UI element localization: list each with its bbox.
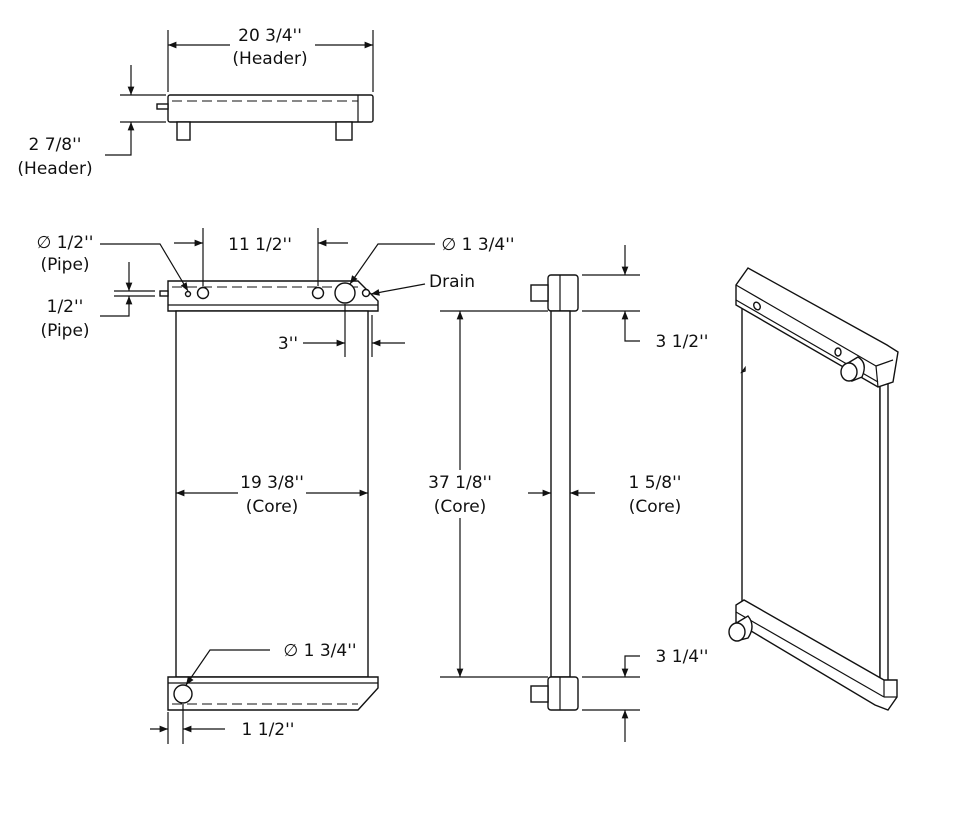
- isometric-view: [728, 267, 899, 711]
- pipe-height-label: 1/2'': [47, 297, 84, 317]
- outlet-offset-label: 3'': [278, 334, 298, 354]
- bottom-tank-side: [547, 676, 579, 711]
- outlet-hole: [334, 282, 356, 304]
- header-width-label: 20 3/4'': [238, 26, 302, 46]
- core-side: [550, 310, 571, 678]
- core-height-label: 37 1/8'': [428, 473, 492, 493]
- hole-spacing-label: 11 1/2'': [228, 235, 292, 255]
- foot-left: [176, 121, 191, 141]
- core-width-note: (Core): [246, 497, 299, 517]
- inlet-diameter-label: ∅ 1 3/4'': [283, 641, 356, 661]
- core-depth-label: 1 5/8'': [629, 473, 682, 493]
- top-header-label: 3 1/2'': [656, 332, 709, 352]
- inlet-stub: [530, 685, 549, 703]
- header-height-label: 2 7/8'': [29, 135, 82, 155]
- iso-outlet-pipe: [840, 356, 865, 382]
- core-width-label: 19 3/8'': [240, 473, 304, 493]
- front-view: 11 1/2'' ∅ 1/2'' (Pipe) ∅ 1 3/4'' Drain …: [37, 228, 515, 744]
- pipe-diameter-label: ∅ 1/2'': [37, 233, 94, 253]
- pipe-height-note: (Pipe): [40, 321, 89, 341]
- core-height-note: (Core): [434, 497, 487, 517]
- iso-inlet-pipe: [728, 615, 753, 642]
- hole: [196, 286, 210, 300]
- bottom-header-label: 3 1/4'': [656, 647, 709, 667]
- inlet-hole: [173, 684, 193, 704]
- outlet-diameter-label: ∅ 1 3/4'': [441, 235, 514, 255]
- header-outline: [167, 94, 374, 123]
- top-tank: [167, 280, 379, 312]
- header-width-note: (Header): [232, 49, 307, 69]
- side-view: 37 1/8'' (Core) 1 5/8'' (Core) 3 1/2'' 3…: [428, 245, 708, 742]
- drain-label: Drain: [429, 272, 475, 292]
- bottom-tank: [167, 676, 379, 711]
- drain-plug: [361, 288, 371, 298]
- inlet-offset-label: 1 1/2'': [242, 720, 295, 740]
- foot-right: [335, 121, 353, 141]
- top-view: 20 3/4'' (Header) 2 7/8'' (Header): [17, 26, 374, 179]
- header-height-note: (Header): [17, 159, 92, 179]
- core: [175, 310, 369, 678]
- pipe-diameter-note: (Pipe): [40, 255, 89, 275]
- core-depth-note: (Core): [629, 497, 682, 517]
- pipe-stub: [156, 103, 169, 110]
- top-tank-side: [547, 274, 579, 312]
- outlet-stub: [530, 284, 549, 302]
- hole: [311, 286, 325, 300]
- pipe-hole: [184, 290, 192, 298]
